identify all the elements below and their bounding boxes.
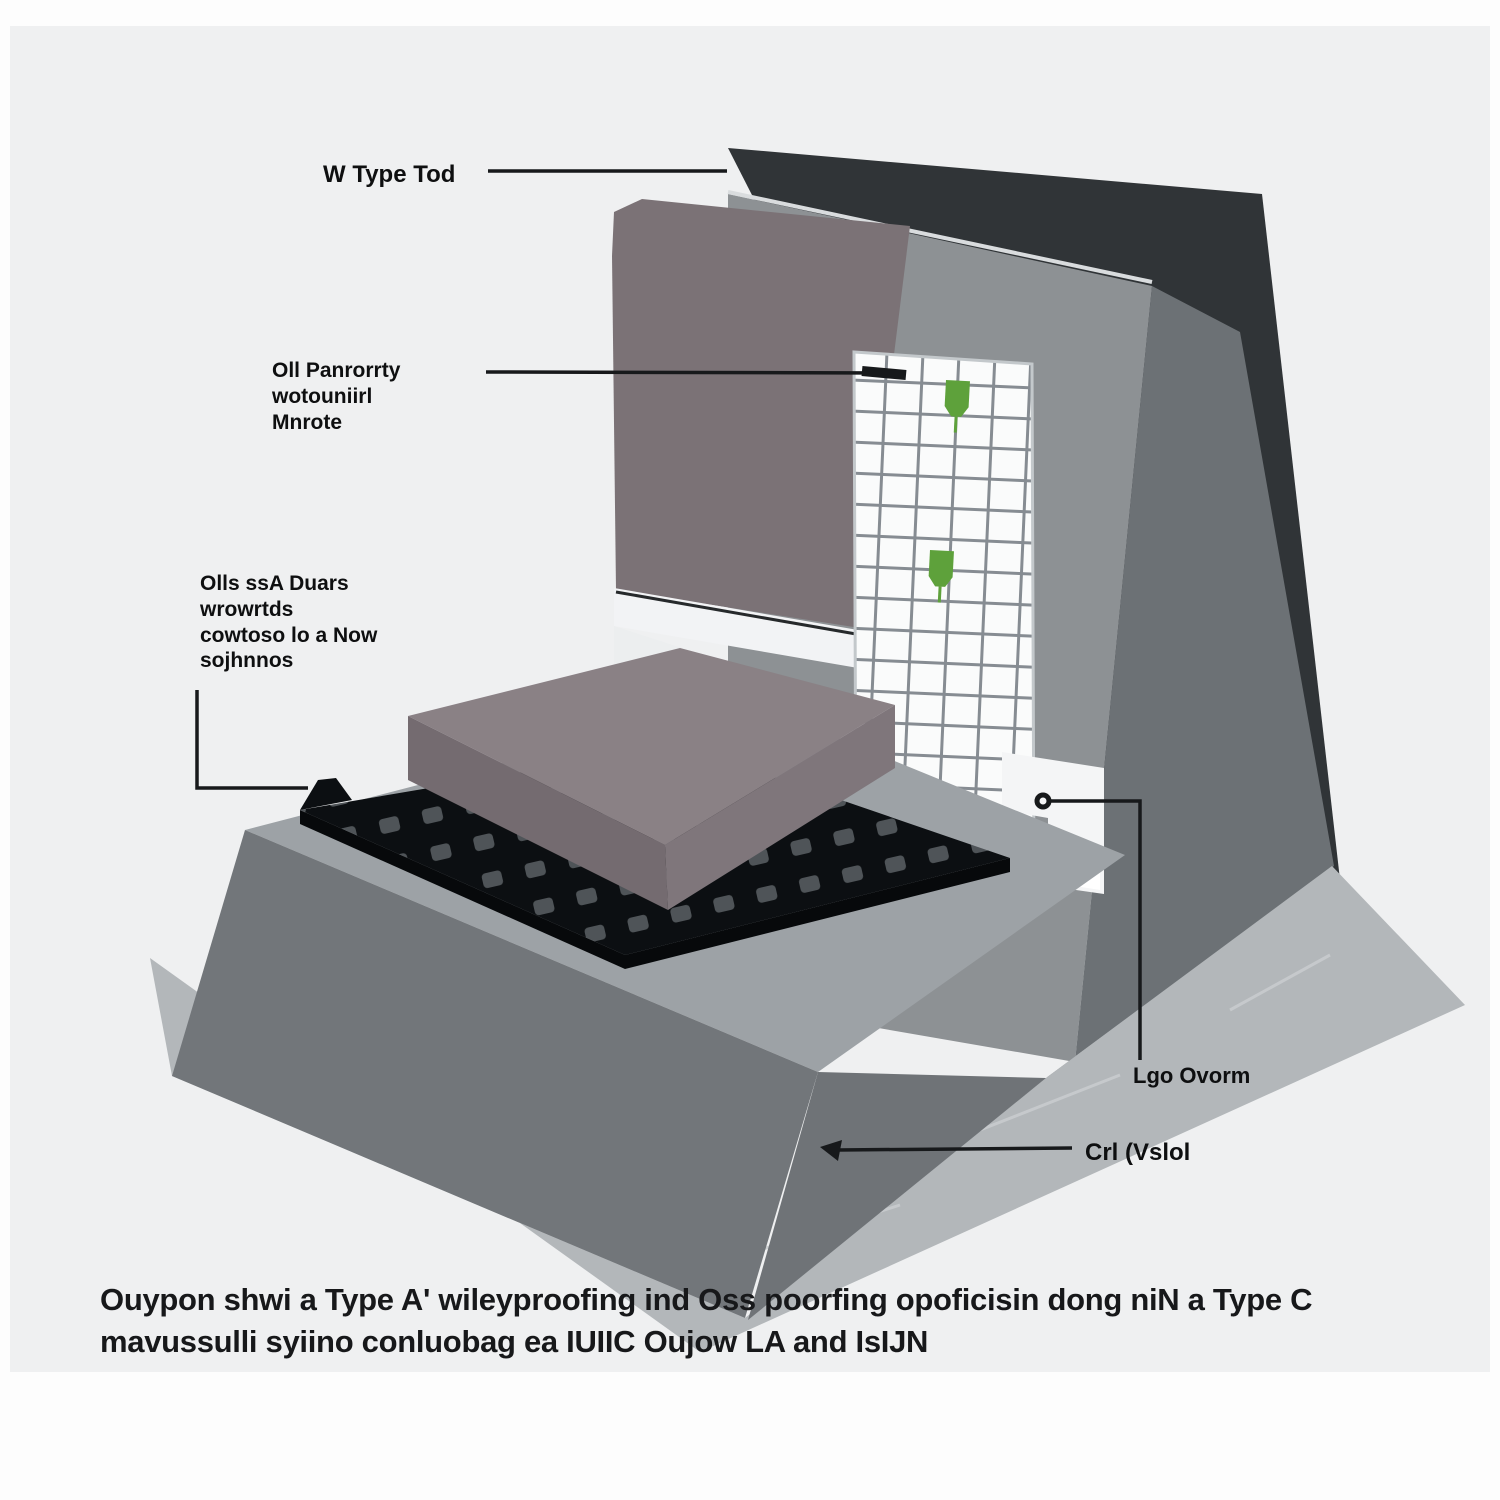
plug-head xyxy=(928,550,954,587)
wall-side-face xyxy=(1046,286,1334,1078)
plug-stem xyxy=(953,416,958,433)
label-ground-membrane: Crl (Vslol xyxy=(1085,1139,1190,1166)
label-wall-membrane: Oll Panrorrty wotouniirl Mnrote xyxy=(271,359,401,434)
label-floor-membrane: Olls ssA Duars wrowrtds cowtoso lo a Now… xyxy=(199,572,378,672)
leader-drain-channel xyxy=(1050,799,1142,1060)
drainage-membrane-edge-left xyxy=(300,810,625,969)
leader-ground-anchor xyxy=(820,1140,842,1161)
caption-line-1: Ouypon shwi a Type A' wileyproofing ind … xyxy=(100,1282,1312,1317)
leader-wall-membrane xyxy=(485,370,901,375)
leader-ground-membrane xyxy=(837,1146,1073,1152)
wall-top-highlight xyxy=(727,190,1153,284)
label-drain-channel: Lgo Ovorm xyxy=(1133,1063,1250,1088)
apron-crease xyxy=(1229,953,1331,1012)
svg-text:Olls ssA Duars: Olls ssA Duars xyxy=(200,572,349,595)
figure-caption: Ouypon shwi a Type A' wileyproofing ind … xyxy=(100,1282,1313,1359)
floor-screed-front-face xyxy=(408,716,668,910)
floor-screed-right-face xyxy=(665,705,895,910)
plug-stem xyxy=(937,586,942,603)
svg-text:Oll Panrorrty: Oll Panrorrty xyxy=(272,359,401,382)
stop-bead-shadow-line xyxy=(615,590,857,636)
leader-lines xyxy=(195,169,1142,1152)
foundation-slab-front-face xyxy=(172,830,818,1318)
membrane-fixing-plug-lower xyxy=(928,550,954,603)
apron-crease xyxy=(979,1073,1121,1132)
leader-floor-membrane xyxy=(195,690,308,790)
external-wall-render-panel xyxy=(612,199,910,628)
ground-membrane-apron xyxy=(150,866,1465,1352)
membrane-lifted-corner xyxy=(300,778,352,810)
svg-text:sojhnnos: sojhnnos xyxy=(200,649,293,672)
svg-text:wotouniirl: wotouniirl xyxy=(271,385,372,408)
svg-text:Mnrote: Mnrote xyxy=(272,411,342,434)
foundation-slab-right-face xyxy=(748,1072,1046,1320)
leader-wall-membrane-tick xyxy=(861,366,907,380)
floor-screed-top xyxy=(408,648,895,845)
label-rear-panel: W Type Tod xyxy=(323,161,455,188)
leader-drain-hook xyxy=(1034,792,1052,810)
caption-line-2: mavussulli syiino conluobag ea IUIIC Ouj… xyxy=(100,1324,928,1359)
membrane-fixing-plug-upper xyxy=(944,380,970,433)
drainage-membrane-edge-right xyxy=(625,858,1010,969)
svg-text:wrowrtds: wrowrtds xyxy=(199,598,293,621)
svg-text:cowtoso lo a Now: cowtoso lo a Now xyxy=(200,624,378,647)
render-stop-bead xyxy=(614,588,858,668)
plug-head xyxy=(944,380,970,417)
